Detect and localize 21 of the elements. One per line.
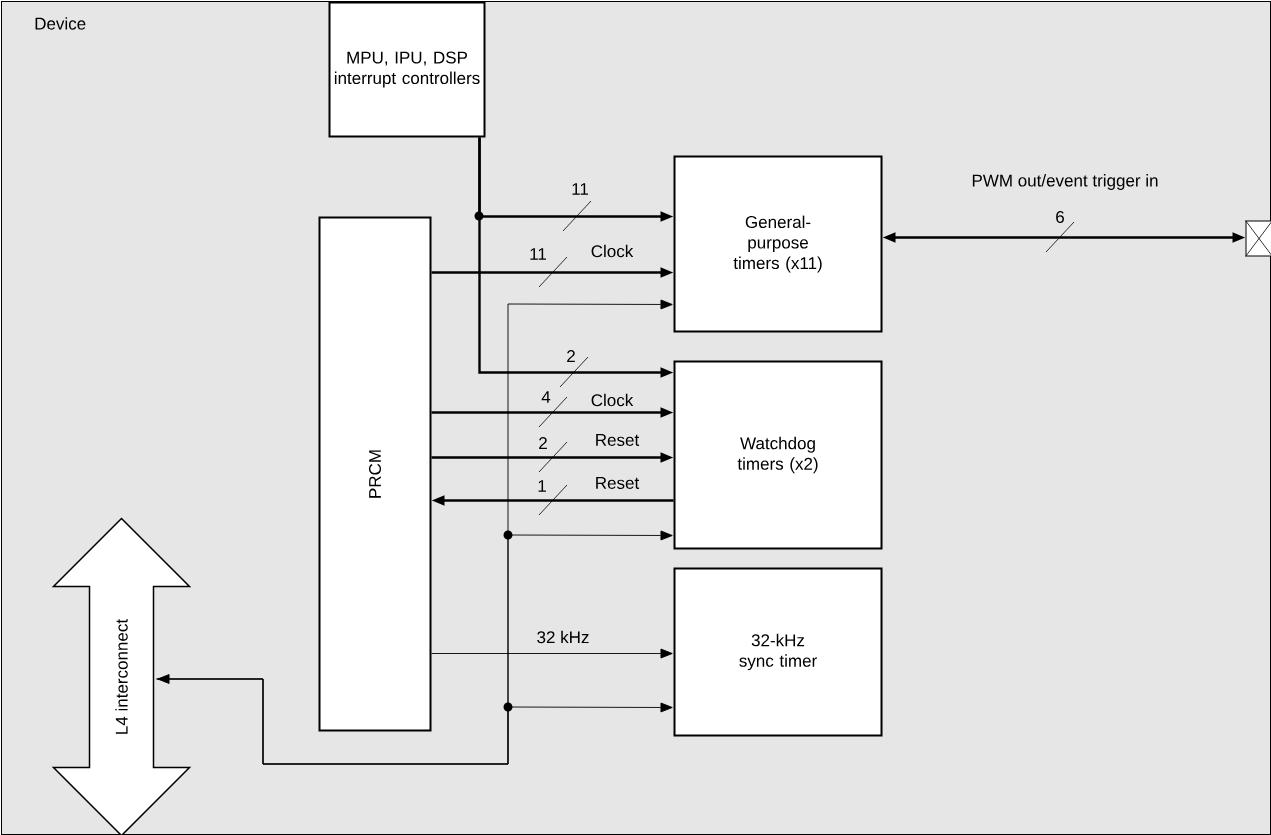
block-box: MPU, IPU, DSP interrupt controllers — [328, 1, 486, 138]
bus-width-label: 11 — [530, 248, 546, 260]
pin-box — [1245, 220, 1271, 257]
edge-label: Reset — [596, 477, 640, 489]
bus-width-label: 1 — [538, 480, 546, 492]
block-box: PRCM — [318, 216, 432, 732]
edge-label: Clock — [591, 393, 634, 407]
bus-width-label: 4 — [541, 391, 551, 403]
edge-label: Reset — [596, 434, 640, 446]
block-box: General-purpose timers (x11) — [673, 155, 883, 333]
bus-width-label: 2 — [567, 350, 575, 362]
edge-label: Clock — [591, 244, 634, 258]
block-box: Watchdog timers (x2) — [673, 360, 883, 550]
arrow — [431, 648, 673, 659]
bus-width-label: 6 — [1056, 211, 1064, 224]
bus-width-label: 2 — [539, 437, 547, 449]
bus-width-label: 11 — [572, 183, 588, 195]
arrow — [156, 678, 673, 765]
block-box: 32-kHz sync timer — [673, 567, 883, 737]
edge-label: PWM out/event trigger in — [972, 174, 1158, 190]
edge-label: 32 kHz — [537, 630, 589, 644]
